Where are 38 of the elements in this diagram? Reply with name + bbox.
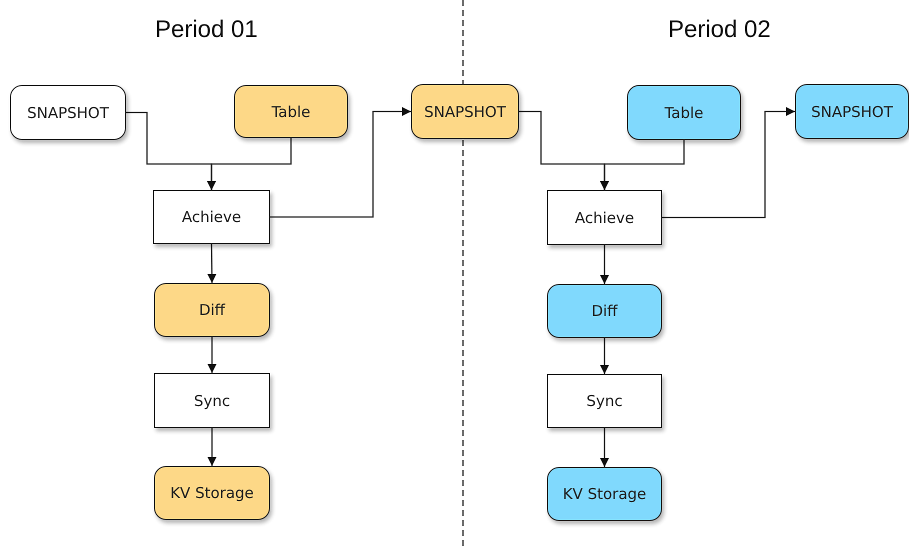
node-text: Diff [198, 301, 226, 319]
arrow [207, 244, 216, 283]
rounded-process-box [411, 84, 519, 139]
process-box [154, 373, 270, 428]
arrow [662, 107, 795, 218]
arrow [208, 337, 216, 373]
process-box [547, 374, 662, 428]
arrow [600, 140, 685, 190]
rounded-process-box [154, 466, 270, 520]
node-text: SNAPSHOT [27, 104, 109, 122]
period-heading: Period 02 [668, 16, 771, 44]
process-box [153, 190, 270, 244]
node-text: SNAPSHOT [811, 102, 893, 120]
arrow [208, 428, 216, 466]
rounded-process-box [547, 284, 662, 338]
node-text: Achieve [182, 208, 242, 226]
node-text: KV Storage [170, 484, 254, 502]
node-text: Table [272, 102, 310, 120]
rounded-process-box [547, 467, 662, 521]
node-text: Diff [591, 302, 618, 320]
node-text: KV Storage [562, 485, 646, 503]
node-text: Sync [194, 392, 230, 410]
rounded-process-box [234, 85, 348, 138]
period-heading: Period 01 [155, 16, 258, 44]
rounded-process-box [154, 283, 270, 337]
process-box [547, 190, 662, 245]
node-text: Table [664, 104, 704, 122]
arrow [270, 107, 411, 218]
node-text: Achieve [574, 208, 634, 226]
arrow [600, 428, 609, 467]
arrow [600, 338, 609, 374]
rounded-process-box [627, 85, 741, 140]
arrow [207, 138, 292, 190]
arrow [600, 245, 609, 284]
node-text: Sync [586, 392, 623, 410]
rounded-process-box [795, 84, 909, 139]
node-text: SNAPSHOT [424, 102, 506, 120]
rounded-process-box [10, 85, 126, 140]
